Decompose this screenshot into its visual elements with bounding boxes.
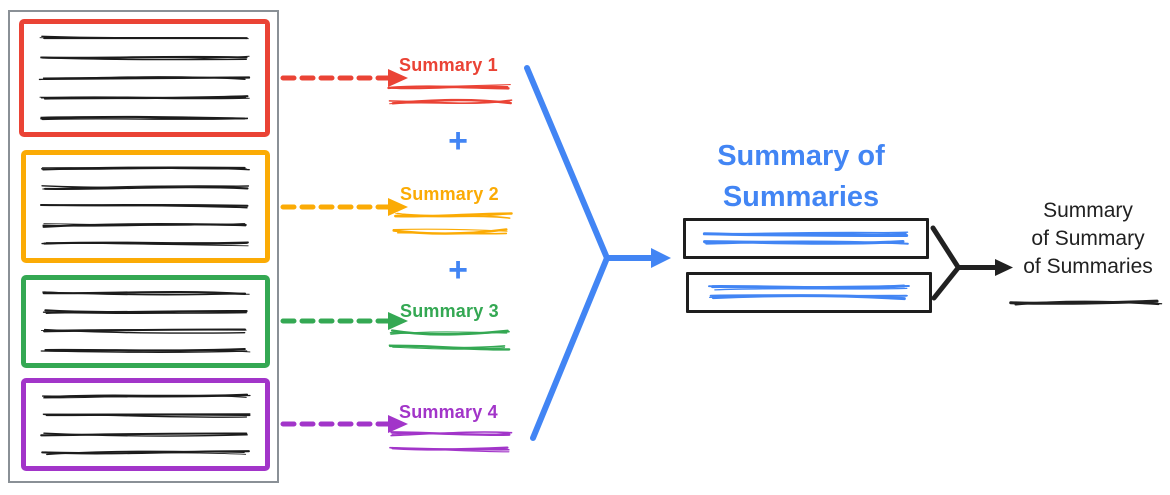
arrow-document4-to-summary4 xyxy=(280,415,408,433)
final-summary-line-3: of Summaries xyxy=(1023,255,1153,278)
document-box-3 xyxy=(21,275,270,368)
final-summary-line-2: of Summary xyxy=(1031,227,1145,250)
summary-1-label: Summary 1 xyxy=(399,55,498,75)
plus-operator-1: + xyxy=(448,122,468,160)
sos-box-1-scribble xyxy=(694,225,918,252)
merge-arrowhead-blue xyxy=(651,248,671,268)
merge-arrowhead-black xyxy=(995,259,1013,276)
document-box-2 xyxy=(21,150,270,263)
document-2-text-scribble xyxy=(33,160,258,253)
summary-3-label: Summary 3 xyxy=(400,301,499,321)
arrow-document1-to-summary1 xyxy=(280,69,408,87)
document-1-text-scribble xyxy=(31,29,258,127)
arrow-document3-to-summary3 xyxy=(280,312,408,330)
sos-title-line-2: Summaries xyxy=(722,181,880,213)
summary-4-scribble xyxy=(386,428,514,456)
summary-1-scribble xyxy=(386,81,514,108)
summary-3-scribble xyxy=(387,327,512,353)
sos-box-2 xyxy=(686,272,932,313)
summary-of-summaries-title: Summary of Summaries xyxy=(690,136,912,218)
sos-title-line-1: Summary of xyxy=(717,140,885,172)
plus-operator-2: + xyxy=(448,251,468,289)
merge-bracket-black xyxy=(930,225,1013,301)
sos-box-2-scribble xyxy=(697,279,921,306)
summary-2-scribble xyxy=(390,210,514,237)
merge-bracket-blue xyxy=(524,65,671,441)
final-summary-scribble xyxy=(1008,293,1164,313)
final-summary-line-1: Summary xyxy=(1043,199,1133,222)
sos-box-1 xyxy=(683,218,929,259)
final-summary-label: Summary of Summary of Summaries xyxy=(1012,197,1164,281)
document-box-1 xyxy=(19,19,270,137)
document-3-text-scribble xyxy=(33,285,258,358)
document-4-text-scribble xyxy=(33,388,258,461)
summary-2-label: Summary 2 xyxy=(400,184,499,204)
document-box-4 xyxy=(21,378,270,471)
arrow-document2-to-summary2 xyxy=(280,198,408,216)
summary-4-label: Summary 4 xyxy=(399,402,498,422)
